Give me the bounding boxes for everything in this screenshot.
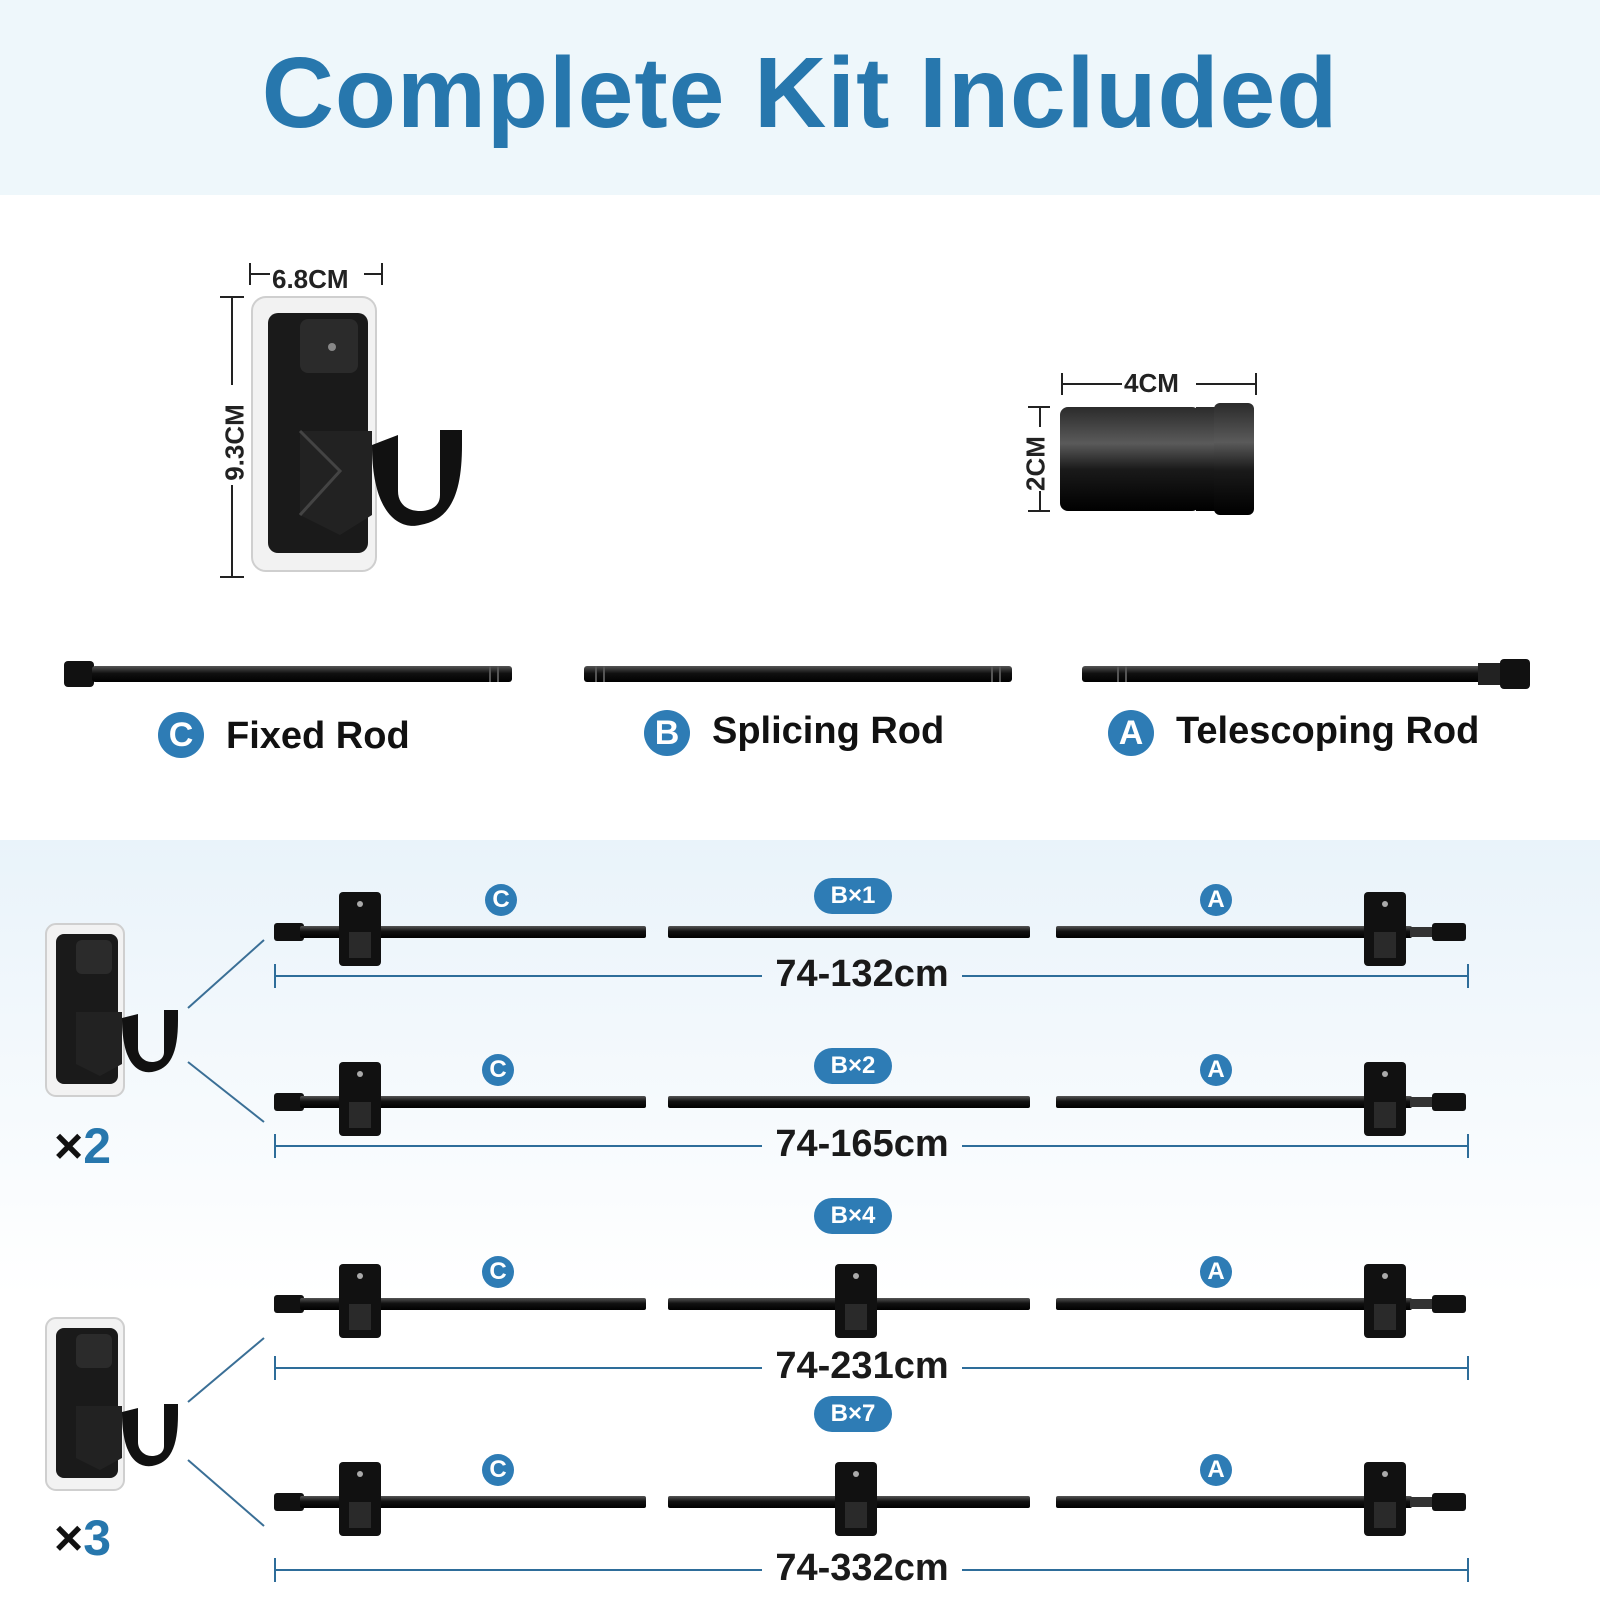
connector-length-label: 4CM [1124,368,1179,398]
row2-badge-b: B×2 [814,1048,892,1084]
config-band [0,840,1600,1600]
config-row-4 [274,1462,1466,1536]
row2-length: 74-165cm [775,1123,949,1165]
row3-badge-b: B×4 [814,1198,892,1234]
bracket-height-label: 9.3CM [219,404,250,481]
row1-badge-b: B×1 [814,878,892,914]
row4-length: 74-332cm [775,1547,949,1589]
multiplier-2: ×2 [54,1118,111,1174]
row2-badge-a: A [1200,1054,1232,1086]
product-illustrations [64,263,1530,689]
bracket-width-label: 6.8CM [272,264,349,294]
bracket-large [251,296,462,572]
connector-diameter-line [1028,406,1050,512]
telescoping-rod-label: Telescoping Rod [1176,710,1480,752]
bracket-width-line [249,263,383,285]
row4-badge-a: A [1200,1454,1232,1486]
row3-badge-a: A [1200,1256,1232,1288]
bracket-height-line [220,296,244,578]
multiplier-3: ×3 [54,1510,111,1566]
connector-length-line [1061,373,1257,395]
multiplier-3-sign: × [54,1510,84,1566]
length-line-3 [274,1356,1469,1380]
connector-diameter-label: 2CM [1020,436,1051,491]
badge-b: B [644,710,690,756]
telescoping-rod [1082,659,1530,689]
bracket-connectors [187,939,265,1527]
length-line-1 [274,964,1469,988]
length-line-4 [274,1558,1469,1582]
row1-badge-a: A [1200,884,1232,916]
length-line-2 [274,1134,1469,1158]
page-title: Complete Kit Included [261,37,1339,149]
row1-badge-c: C [485,884,517,916]
badge-c: C [158,712,204,758]
badge-a: A [1108,710,1154,756]
config-illustrations [45,892,1469,1582]
row4-badge-b: B×7 [814,1396,892,1432]
fixed-rod-label: Fixed Rod [226,715,410,757]
multiplier-2-sign: × [54,1118,84,1174]
row3-length: 74-231cm [775,1345,949,1387]
bracket-small-top [45,923,179,1097]
splicing-rod-label: Splicing Rod [712,710,945,752]
multiplier-3-count: 3 [83,1510,112,1566]
connector [1060,403,1254,515]
multiplier-2-count: 2 [83,1118,112,1174]
row4-badge-c: C [482,1454,514,1486]
title-band [0,0,1600,195]
splicing-rod [584,666,1012,682]
fixed-rod [64,661,512,687]
row3-badge-c: C [482,1256,514,1288]
config-row-3 [274,1264,1466,1338]
row2-badge-c: C [482,1054,514,1086]
bracket-small-bottom [45,1317,179,1491]
row1-length: 74-132cm [775,953,949,995]
